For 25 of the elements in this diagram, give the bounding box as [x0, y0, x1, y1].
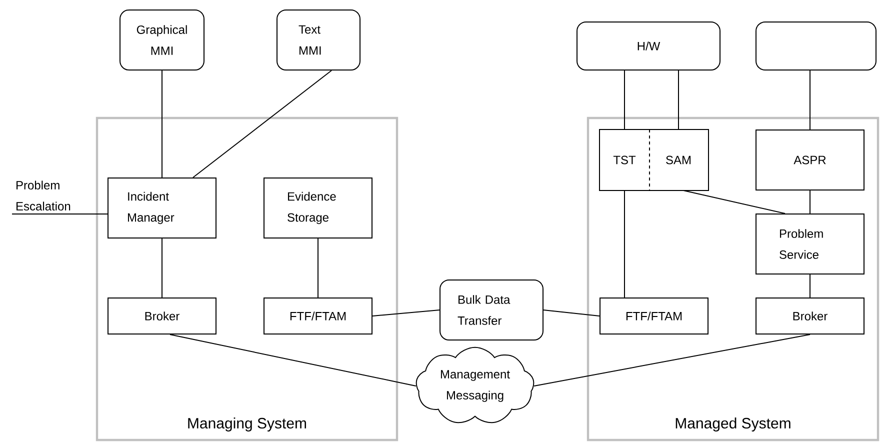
connector — [624, 70, 625, 130]
process-box: SAM — [648, 129, 709, 191]
connector — [372, 310, 440, 316]
connector — [170, 334, 416, 386]
system-box: H/W — [576, 22, 720, 70]
process-box: Evidence Storage — [264, 178, 372, 238]
process-box: Problem Service — [756, 214, 864, 274]
process-box: ASPR — [756, 130, 864, 190]
process-box: FTF/FTAM — [600, 298, 708, 334]
process-box: FTF/FTAM — [264, 298, 372, 334]
connector — [678, 70, 679, 130]
process-box: Broker — [756, 298, 864, 334]
edge-label: Problem Escalation — [16, 180, 70, 210]
connector — [192, 70, 332, 178]
connector — [543, 310, 600, 316]
connector — [683, 190, 786, 214]
system-box — [756, 22, 876, 70]
interface-box: Graphical MMI — [120, 10, 204, 70]
process-box: Broker — [108, 298, 216, 334]
connector — [534, 334, 810, 386]
process-box: Incident Manager — [108, 178, 216, 238]
connector — [624, 190, 625, 298]
interface-box: Text MMI — [276, 10, 360, 70]
transfer-box: Bulk Data Transfer — [440, 280, 544, 340]
process-box: TST — [599, 129, 650, 191]
